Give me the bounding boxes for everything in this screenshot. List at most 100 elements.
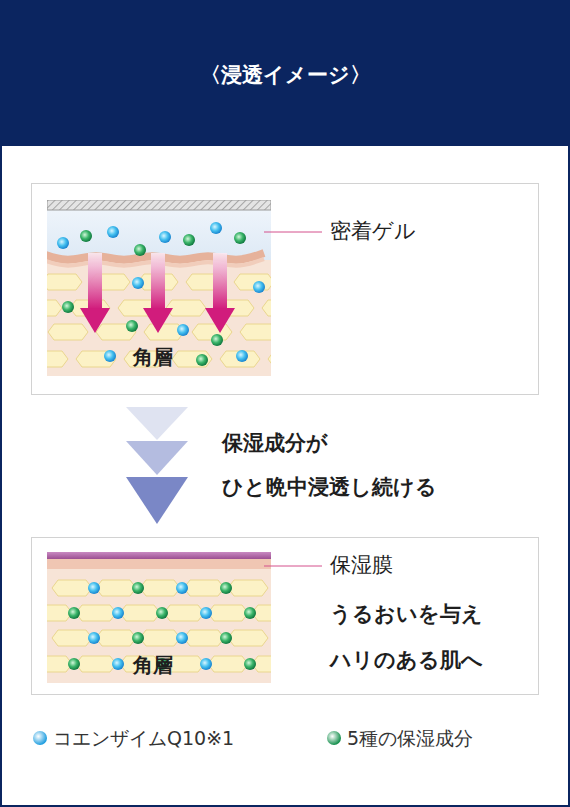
gel-layer [47,210,271,260]
legend-swatch [33,731,47,745]
arrow-head [80,308,110,333]
corneum-cell [184,580,224,596]
corneum-cell [208,656,248,672]
title: 〈浸透イメージ〉 [200,63,371,88]
moisture-dot [244,607,256,619]
coenzyme-dot [200,658,212,670]
illustration-box: 角層 [47,552,271,683]
moisture-dot [132,632,144,644]
coenzyme-dot [104,350,116,362]
sheet-strip [47,200,271,210]
flow-triangle [126,407,188,440]
corneum-cell [140,580,180,596]
penetration-arrow [205,253,235,333]
coenzyme-dot [57,237,69,249]
moisture-dot [244,658,256,670]
corneum-cell [47,300,62,316]
leader-line [264,232,322,233]
corneum-cell [208,605,248,621]
coenzyme-dot [88,632,100,644]
coenzyme-dot [236,350,248,362]
header-band [0,0,570,146]
moisture-dot [134,244,146,256]
corneum-cell [52,580,92,596]
coenzyme-dot [210,222,222,234]
moisture-dot [196,354,208,366]
skin-ground [47,552,271,683]
corneum-cell [76,605,116,621]
corneum-cell [120,605,160,621]
coenzyme-dot [253,281,265,293]
illustration-box: 角層 [47,200,271,376]
moisture-dot [68,658,80,670]
corneum-cell [240,324,271,340]
corneum-cell [96,630,136,646]
coenzyme-dot [112,607,124,619]
corneum-cell [47,274,82,290]
corneum-cell [234,274,271,290]
flow-arrow [126,407,188,524]
corneum-cell [228,580,268,596]
moisture-dot [156,607,168,619]
arrow-head [205,308,235,333]
moisture-dot [183,234,195,246]
corneum-cell [262,300,271,316]
corneum-cell [140,630,180,646]
corneum-cell [96,580,136,596]
corneum-cell [228,630,268,646]
penetration-arrow [80,253,110,333]
result-text: うるおいを与え ハリのある肌へ [330,591,530,683]
corneum-cell [164,605,204,621]
legend-swatch [327,731,341,745]
legend-text: 5種の保湿成分 [347,727,473,750]
moisture-dot [68,607,80,619]
leader-line [264,566,322,567]
coenzyme-dot [177,324,189,336]
moisture-dot [220,632,232,644]
corneum-cell [184,630,224,646]
arrow-shaft [213,253,227,309]
moisture-dot [80,230,92,242]
corneum-cell [268,351,271,367]
callout-label: 密着ゲル [330,219,416,244]
skin-illustration [47,552,271,683]
coenzyme-dot [88,582,100,594]
coenzyme-dot [176,582,188,594]
callout-label: 保湿膜 [330,553,393,578]
layer-label: 角層 [133,653,173,677]
coenzyme-dot [200,607,212,619]
flow-label: 保湿成分が ひと晩中浸透し続ける [222,421,512,509]
arrow-head [143,308,173,333]
coenzyme-dot [132,277,144,289]
skin-illustration [47,200,271,376]
corneum-cell [172,351,212,367]
moisture-dot [234,232,246,244]
moisture-dot [62,301,74,313]
flow-triangle [126,477,188,524]
layer-label: 角層 [133,345,173,369]
corneum-cell [76,351,116,367]
coenzyme-dot [112,658,124,670]
skin-ground [47,200,271,376]
penetration-arrow [143,253,173,333]
panel-box: 角層 密着ゲル [31,183,539,395]
corneum-cell [220,351,260,367]
skin-surface [47,558,271,569]
flow-triangle [126,441,188,475]
coenzyme-dot [107,226,119,238]
moisture-film [47,552,271,559]
moisture-dot [132,582,144,594]
coenzyme-dot [159,231,171,243]
legend-text: コエンザイムQ10※1 [53,727,234,750]
corneum-cell [76,656,116,672]
arrow-shaft [88,253,102,309]
moisture-dot [211,334,223,346]
arrow-shaft [151,253,165,309]
corneum-cell [47,351,68,367]
